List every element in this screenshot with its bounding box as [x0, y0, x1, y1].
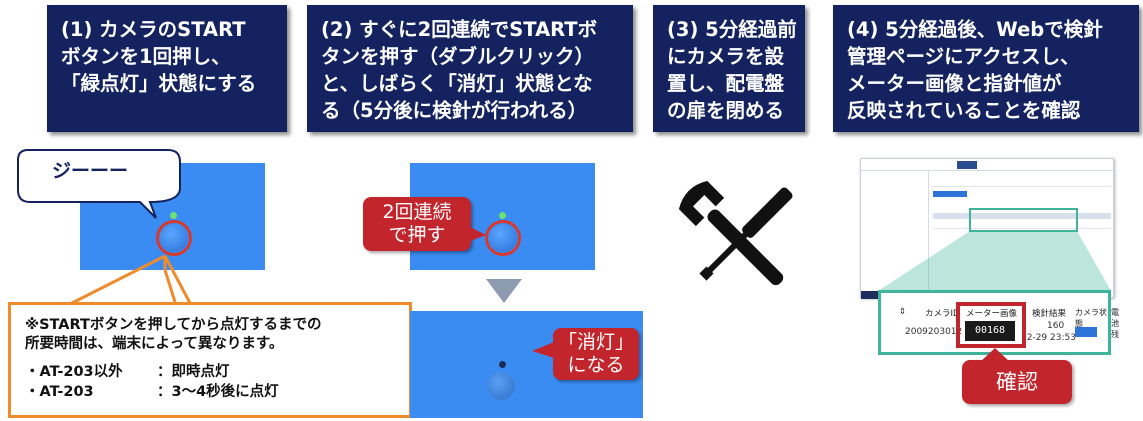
- web-management-screenshot: [860, 158, 1114, 299]
- note-row-1: ・AT-203以外 ：即時点灯: [25, 363, 399, 382]
- note-line-2: 所要時間は、端末によって異なります。: [25, 336, 284, 352]
- web-sidebar: [861, 171, 929, 299]
- note-line-1: ※STARTボタンを押してから点灯するまでの: [25, 317, 322, 333]
- col-header-reading: 検針結果: [1032, 309, 1067, 319]
- web-nav-tab-active: [957, 161, 977, 169]
- col-header-battery: 電池残: [1111, 308, 1119, 339]
- led-off-step2: [499, 361, 506, 368]
- note-model-1: ・AT-203以外: [25, 364, 123, 380]
- step-2-box: (2) すぐに2回連続でSTARTボ タンを押す（ダブルクリック） と、しばらく…: [307, 5, 633, 132]
- note-row-2: ・AT-203 ：3〜4秒後に点灯: [25, 383, 399, 402]
- note-model-2: ・AT-203: [25, 384, 94, 400]
- start-button-step2-off: [487, 372, 515, 400]
- step-1-box: (1) カメラのSTART ボタンを1回押し、 「緑点灯」状態にする: [47, 5, 287, 132]
- led-green-step1: [170, 212, 177, 219]
- cell-camera-id: 2009203012: [905, 327, 963, 337]
- web-table-header: [933, 213, 1111, 219]
- highlight-ring-step2: [485, 220, 521, 256]
- confirm-pointer: [980, 348, 1010, 362]
- wrench-screwdriver-icon: [678, 180, 793, 286]
- col-header-camera-status: カメラ状態: [1075, 308, 1107, 328]
- lights-off-pointer: [532, 342, 554, 358]
- camera-status-button: [1075, 327, 1097, 337]
- web-toolbar: [931, 175, 1111, 187]
- double-press-pointer: [468, 226, 486, 242]
- col-header-meter-image: メーター画像: [966, 309, 1018, 319]
- meter-image-highlight: [956, 302, 1026, 348]
- meter-image-thumb: 00168: [965, 321, 1015, 341]
- step-4-box: (4) 5分経過後、Webで検針 管理ページにアクセスし、 メーター画像と指針値…: [833, 5, 1139, 132]
- led-green-step2: [499, 212, 506, 219]
- speech-bubble-text: ジーーー: [52, 160, 129, 182]
- step-3-box: (3) 5分経過前 にカメラを設 置し、配電盤 の扉を閉める: [653, 5, 805, 132]
- web-header-bar: [861, 159, 1113, 171]
- zoom-sort-icon: ⇕: [899, 307, 907, 317]
- speech-bubble: [17, 149, 181, 219]
- note-desc-2: ：3〜4秒後に点灯: [157, 384, 279, 400]
- confirm-label: 確認: [962, 360, 1072, 404]
- lights-off-label: 「消灯」 になる: [553, 328, 639, 380]
- cell-reading-time: 12-29 23:53: [1021, 333, 1076, 343]
- note-box: ※STARTボタンを押してから点灯するまでの 所要時間は、端末によって異なります…: [8, 302, 412, 418]
- triangle-down-icon: [486, 279, 522, 303]
- web-blue-pill: [933, 191, 967, 197]
- double-press-label: 2回連続 で押す: [363, 197, 471, 251]
- col-header-camera-id: カメラID: [925, 309, 960, 319]
- highlight-ring-step1: [156, 220, 192, 256]
- cell-reading-value: 160: [1047, 321, 1065, 331]
- web-table-row: [933, 221, 1111, 229]
- note-desc-1: ：即時点灯: [157, 364, 230, 380]
- note-connector-line: [71, 254, 192, 305]
